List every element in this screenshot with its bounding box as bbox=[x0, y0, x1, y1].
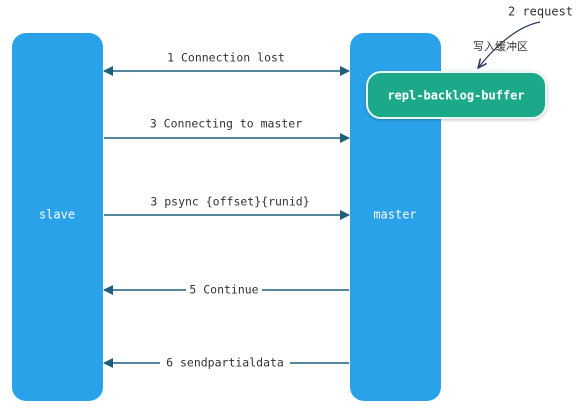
continue-label-background bbox=[186, 282, 262, 298]
request-label: 2 request bbox=[508, 5, 573, 19]
slave-label: slave bbox=[39, 208, 75, 222]
connecting-to-master-label: 3 Connecting to master bbox=[150, 117, 302, 131]
psync-label: 3 psync {offset}{runid} bbox=[150, 195, 309, 209]
master-label: master bbox=[373, 208, 416, 222]
sendpartialdata-label: 6 sendpartialdata bbox=[166, 356, 284, 370]
repl-backlog-buffer-label: repl-backlog-buffer bbox=[387, 89, 524, 103]
request-arrow bbox=[478, 21, 541, 68]
write-buffer-label: 写入缓冲区 bbox=[473, 39, 528, 53]
repl-backlog-buffer-node bbox=[366, 71, 547, 119]
sendpartialdata-label-background bbox=[160, 355, 290, 371]
connection-lost-label: 1 Connection lost bbox=[167, 51, 285, 65]
master-node bbox=[350, 33, 441, 401]
continue-label: 5 Continue bbox=[189, 283, 258, 297]
slave-node bbox=[12, 33, 103, 401]
